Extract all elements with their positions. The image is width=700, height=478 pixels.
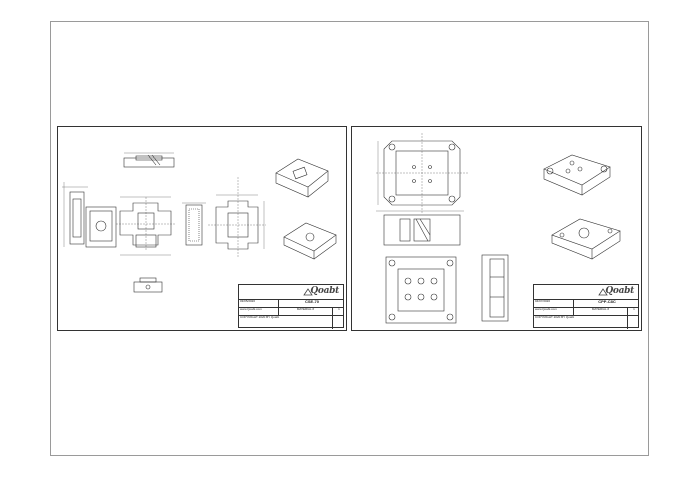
isometric-view-2 [283, 222, 337, 260]
front-view [85, 206, 117, 248]
bottom-plan-view [385, 256, 457, 324]
bottom-view [133, 277, 163, 293]
drawing-sheet-left: Qoabt 03/05/2020 CSE-70 www.Qoabt.com MA… [57, 126, 347, 331]
isometric-view-1 [543, 154, 611, 196]
plan-view [116, 197, 176, 251]
title-block-header: Qoabt [239, 285, 343, 300]
dimension-lines-left [120, 194, 265, 256]
copyright: COPYRIGHT 2020 BY Qoabt [534, 315, 628, 329]
brand-logo-icon [303, 288, 313, 296]
date-cell: 04/07/2020 [534, 299, 574, 307]
title-block-copyright-row: COPYRIGHT 2020 BY Qoabt [534, 315, 638, 329]
title-block-copyright-row: COPYRIGHT 2020 BY Qoabt [239, 315, 343, 329]
brand-logo: Qoabt [310, 286, 339, 296]
section-view [182, 202, 206, 246]
isometric-view-2 [551, 218, 621, 260]
title-block-part-row: 03/05/2020 CSE-70 [239, 299, 343, 308]
title-block-material-row: www.Qoabt.com MATERIAL # 1 [239, 307, 343, 316]
sheet-number: 1 [633, 307, 635, 311]
side-view-left [62, 182, 88, 247]
copyright: COPYRIGHT 2020 BY Qoabt [239, 315, 333, 329]
drawing-sheet-right: Qoabt 04/07/2020 CPP-C8C www.Qoabt.com M… [351, 126, 642, 331]
title-block-left: Qoabt 03/05/2020 CSE-70 www.Qoabt.com MA… [238, 284, 344, 329]
brand-logo: Qoabt [605, 286, 634, 296]
isometric-view-1 [275, 158, 329, 198]
technical-drawing-left [62, 152, 337, 293]
part-number: CSE-70 [304, 299, 319, 304]
top-plan-view [376, 133, 468, 213]
website: www.Qoabt.com [534, 307, 574, 315]
side-elevation-view [481, 254, 509, 322]
material: MATERIAL # [279, 307, 333, 315]
material: MATERIAL # [574, 307, 628, 315]
technical-drawing-right [376, 133, 621, 324]
section-row-view [376, 210, 464, 246]
part-number: CPP-C8C [598, 299, 616, 304]
title-block-part-row: 04/07/2020 CPP-C8C [534, 299, 638, 308]
profile-view-top [123, 152, 175, 168]
brand-logo-icon [598, 288, 608, 296]
right-front-view [208, 177, 266, 257]
website: www.Qoabt.com [239, 307, 279, 315]
date-cell: 03/05/2020 [239, 299, 279, 307]
title-block-right: Qoabt 04/07/2020 CPP-C8C www.Qoabt.com M… [533, 284, 639, 329]
title-block-material-row: www.Qoabt.com MATERIAL # 1 [534, 307, 638, 316]
title-block-header: Qoabt [534, 285, 638, 300]
sheet-number: 1 [338, 307, 340, 311]
